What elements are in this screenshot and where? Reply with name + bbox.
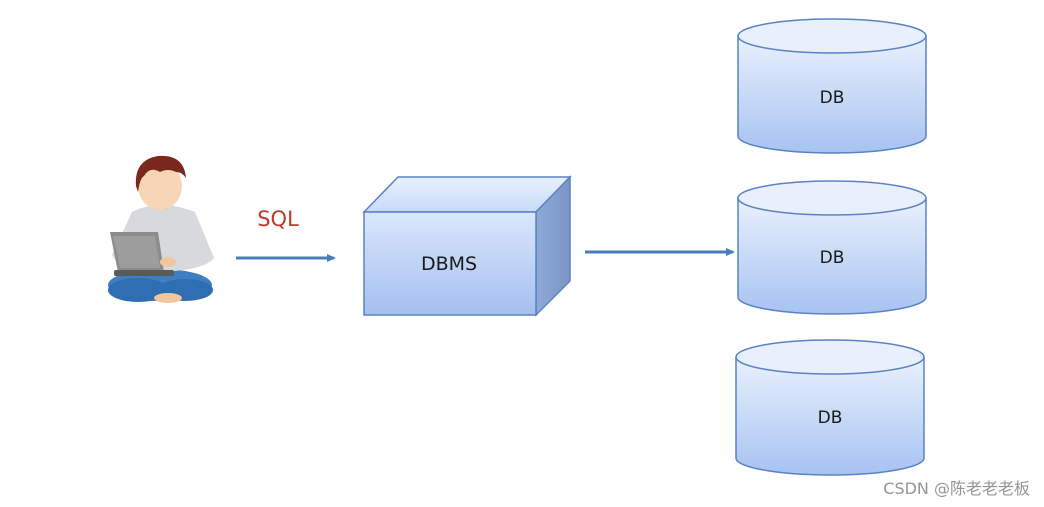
user-with-laptop-illustration bbox=[108, 155, 214, 303]
dbms-box: DBMS bbox=[362, 175, 572, 317]
db-cylinder: DB bbox=[735, 339, 925, 476]
db-cylinder: DB bbox=[737, 180, 927, 315]
dbms-label: DBMS bbox=[421, 253, 477, 275]
sql-label: SQL bbox=[257, 207, 299, 231]
db-label: DB bbox=[820, 88, 845, 108]
db-cylinder: DB bbox=[737, 18, 927, 154]
csdn-watermark: CSDN @陈老老老板 bbox=[883, 479, 1030, 498]
db-label: DB bbox=[818, 408, 843, 428]
db-label: DB bbox=[820, 248, 845, 268]
